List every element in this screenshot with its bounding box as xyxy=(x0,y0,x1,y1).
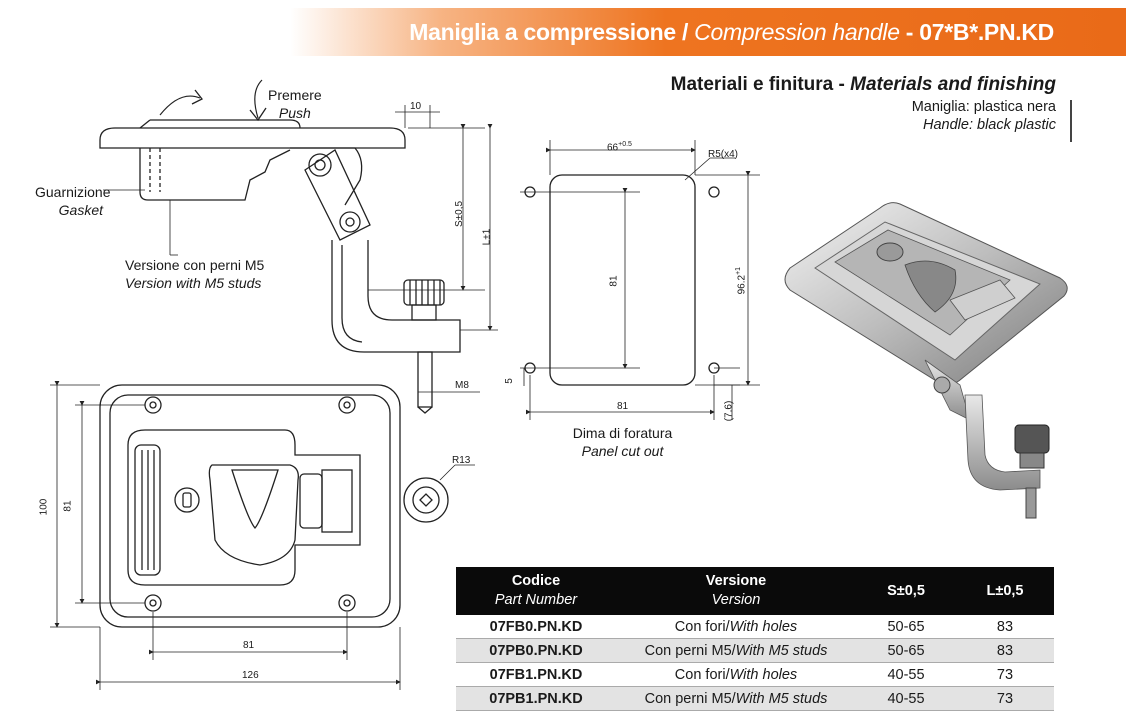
materials-title: Materiali e finitura - Materials and fin… xyxy=(671,72,1056,98)
cell-version: Con fori/With holes xyxy=(616,615,856,639)
cell-l: 83 xyxy=(956,638,1054,663)
dim-r13: R13 xyxy=(452,455,471,466)
cell-code: 07PB0.PN.KD xyxy=(456,638,616,663)
materials-block: Materiali e finitura - Materials and fin… xyxy=(671,72,1056,134)
title-italian: Maniglia a compressione / xyxy=(409,19,689,45)
gasket-label-it: Guarnizione xyxy=(35,184,111,200)
push-label-en: Push xyxy=(278,105,311,121)
cell-version-it: Con fori/ xyxy=(674,618,730,635)
gasket-label-en: Gasket xyxy=(58,202,103,218)
dim-5: 5 xyxy=(503,378,515,384)
studs-label-en: Version with M5 studs xyxy=(125,275,262,291)
cell-code: 07PB1.PN.KD xyxy=(456,686,616,711)
cell-l: 73 xyxy=(956,662,1054,687)
cell-version: Con perni M5/With M5 studs xyxy=(616,638,856,663)
dim-81-bottom: 81 xyxy=(243,640,255,651)
studs-version-label: Versione con perni M5 Version with M5 st… xyxy=(125,256,264,292)
table-row: 07PB0.PN.KD Con perni M5/With M5 studs 5… xyxy=(456,638,1054,663)
table-row: 07PB1.PN.KD Con perni M5/With M5 studs 4… xyxy=(456,686,1054,711)
dim-96-tol: +1 xyxy=(735,266,743,275)
dim-81-horizontal: 81 xyxy=(617,401,629,412)
dim-100: 100 xyxy=(38,498,50,516)
dim-10: 10 xyxy=(410,101,422,112)
header-version-it: Versione xyxy=(705,573,767,589)
materials-line-en: Handle: black plastic xyxy=(923,117,1056,133)
front-view xyxy=(50,381,475,690)
dim-66-tol: +0.5 xyxy=(618,141,632,148)
gasket-label: Guarnizione Gasket xyxy=(35,183,111,219)
cell-code: 07FB0.PN.KD xyxy=(456,615,616,639)
dim-66: 66+0.5 xyxy=(607,136,632,157)
cell-version-en: With holes xyxy=(729,666,798,683)
cell-version-it: Con fori/ xyxy=(674,666,730,683)
table-row: 07FB1.PN.KD Con fori/With holes 40-55 73 xyxy=(456,662,1054,687)
cell-code: 07FB1.PN.KD xyxy=(456,662,616,687)
cell-s: 40-55 xyxy=(856,662,956,687)
cell-version-en: With holes xyxy=(729,618,798,635)
header-code-en: Part Number xyxy=(494,592,578,608)
product-render xyxy=(784,202,1068,519)
cell-l: 83 xyxy=(956,615,1054,639)
studs-label-it: Versione con perni M5 xyxy=(125,257,265,273)
header-banner: Maniglia a compressione / Compression ha… xyxy=(290,8,1126,56)
header-code-it: Codice xyxy=(511,573,561,589)
materials-line-it: Maniglia: plastica nera xyxy=(911,99,1056,115)
cutout-label-it: Dima di foratura xyxy=(572,425,673,441)
dim-s: S±0,5 xyxy=(454,200,466,228)
panel-cutout-view xyxy=(520,140,760,420)
cell-version-en: With M5 studs xyxy=(735,690,828,707)
header-l: L±0,5 xyxy=(956,567,1054,615)
dim-96-value: 96.2 xyxy=(736,274,748,295)
header-version-en: Version xyxy=(711,592,761,608)
cell-version: Con fori/With holes xyxy=(616,662,856,687)
materials-title-en: Materials and finishing xyxy=(850,74,1056,95)
page-title: Maniglia a compressione / Compression ha… xyxy=(409,8,1054,56)
table-header-row: Codice Part Number Versione Version S±0,… xyxy=(456,567,1054,615)
dim-126: 126 xyxy=(242,670,259,681)
dim-81-vertical: 81 xyxy=(608,275,620,287)
cell-s: 50-65 xyxy=(856,615,956,639)
cell-version-en: With M5 studs xyxy=(735,642,828,659)
cutout-label-en: Panel cut out xyxy=(581,443,664,459)
dim-7-6: (7.6) xyxy=(723,400,735,422)
cutout-label: Dima di foratura Panel cut out xyxy=(565,424,680,460)
header-s: S±0,5 xyxy=(856,567,956,615)
cell-l: 73 xyxy=(956,686,1054,711)
dim-l: L±1 xyxy=(481,228,493,246)
side-view xyxy=(99,79,498,414)
dim-m8: M8 xyxy=(455,380,469,391)
cell-s: 50-65 xyxy=(856,638,956,663)
title-code: - 07*B*.PN.KD xyxy=(905,19,1055,45)
dim-66-value: 66 xyxy=(607,142,619,154)
specification-table: Codice Part Number Versione Version S±0,… xyxy=(456,567,1054,711)
dim-96: 96.2+1 xyxy=(730,267,751,294)
push-label-it: Premere xyxy=(268,87,322,103)
materials-title-it: Materiali e finitura - xyxy=(670,74,845,95)
header-version: Versione Version xyxy=(616,567,856,615)
cell-s: 40-55 xyxy=(856,686,956,711)
table-row: 07FB0.PN.KD Con fori/With holes 50-65 83 xyxy=(456,615,1054,639)
dim-81-left: 81 xyxy=(62,500,74,512)
dim-r5: R5(x4) xyxy=(708,149,739,160)
cell-version-it: Con perni M5/ xyxy=(644,690,736,707)
push-label: Premere Push xyxy=(268,86,322,122)
title-english: Compression handle xyxy=(694,19,900,45)
header-code: Codice Part Number xyxy=(456,567,616,615)
cell-version: Con perni M5/With M5 studs xyxy=(616,686,856,711)
cell-version-it: Con perni M5/ xyxy=(644,642,736,659)
materials-divider xyxy=(1070,100,1072,142)
